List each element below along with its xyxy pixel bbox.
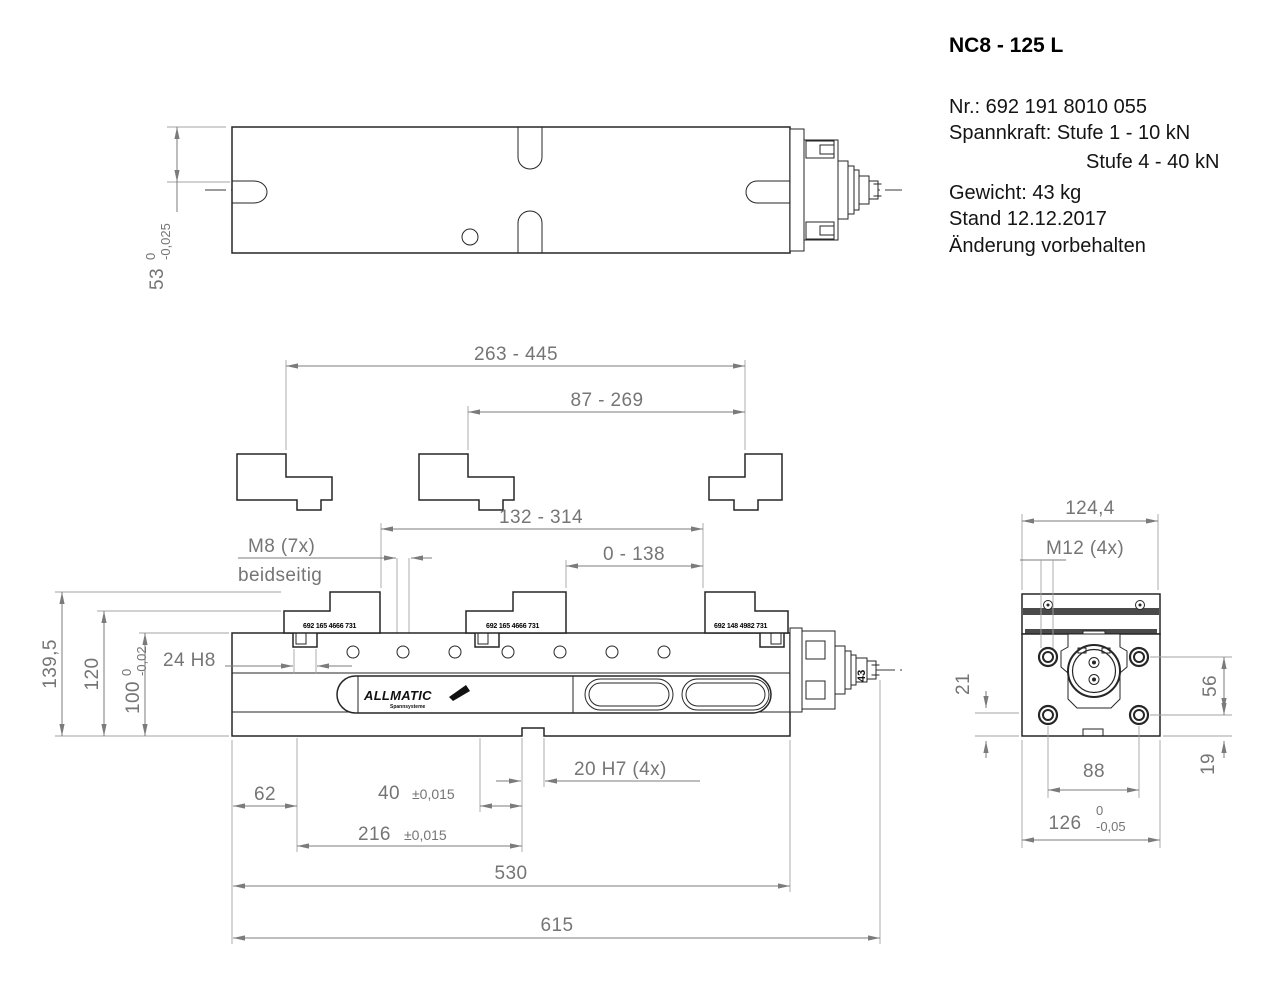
dim-124-4: 124,4 bbox=[1065, 498, 1115, 519]
loose-jaw-left bbox=[236, 453, 333, 511]
dim-clamping-inner: 0 - 138 bbox=[565, 544, 703, 588]
loose-jaws-row: 263 - 445 87 - 269 bbox=[236, 344, 783, 511]
m8-label: M8 (7x) bbox=[248, 536, 315, 557]
dim-126-tol-lower: -0,05 bbox=[1096, 819, 1126, 834]
front-bottom-dims: 20 H7 (4x) 62 40 ±0,015 216 ±0,015 530 6… bbox=[231, 680, 881, 944]
dim-62: 62 bbox=[254, 784, 276, 805]
spindle-mechanism-top bbox=[789, 128, 882, 252]
dim-126-tol-upper: 0 bbox=[1096, 803, 1103, 818]
dim-53-value: 53 bbox=[147, 268, 168, 290]
dim-132-314: 132 - 314 bbox=[499, 507, 583, 528]
info-line-aenderung: Änderung vorbehalten bbox=[949, 235, 1146, 257]
brand-logo-text: ALLMATIC bbox=[363, 688, 432, 703]
info-line-stufe4: Stufe 4 - 40 kN bbox=[1086, 151, 1219, 173]
jaw-stamp-middle: 692 165 4666 731 bbox=[486, 623, 540, 630]
m8-thread-callout: M8 (7x) beidseitig bbox=[238, 536, 432, 646]
brand-logo-subtitle: Spannsysteme bbox=[390, 704, 426, 710]
mounted-jaw-right bbox=[704, 591, 789, 634]
dim-19: 19 bbox=[1198, 753, 1219, 775]
dim-87-269: 87 - 269 bbox=[571, 390, 644, 411]
dim-530: 530 bbox=[495, 863, 528, 884]
info-block: NC8 - 125 L Nr.: 692 191 8010 055 Spannk… bbox=[949, 34, 1219, 257]
dim-263-445: 263 - 445 bbox=[474, 344, 558, 365]
clamping-range-dims: 132 - 314 0 - 138 M8 (7x) beidseitig bbox=[238, 507, 704, 646]
dim-clamping-outer: 132 - 314 bbox=[380, 507, 704, 588]
info-line-nr: Nr.: 692 191 8010 055 bbox=[949, 96, 1147, 118]
dim-40-value: 40 bbox=[378, 783, 400, 804]
mounted-jaws: 692 165 4666 731 692 165 4666 731 692 14… bbox=[283, 591, 789, 634]
dim-615: 615 bbox=[541, 915, 574, 936]
key-slot-callout: 20 H7 (4x) bbox=[496, 759, 700, 784]
info-line-stand: Stand 12.12.2017 bbox=[949, 208, 1107, 230]
spindle-size-label: 43 bbox=[856, 670, 868, 682]
dim-24h8: 24 H8 bbox=[163, 650, 216, 671]
dim-100-tol-upper: 0 bbox=[119, 669, 134, 676]
spindle-boss bbox=[1060, 630, 1128, 709]
info-line-gewicht: Gewicht: 43 kg bbox=[949, 182, 1081, 204]
jaw-stamp-left: 692 165 4666 731 bbox=[303, 623, 357, 630]
dim-126-value: 126 bbox=[1049, 813, 1082, 834]
dim-top-view-height: 53 0 -0,025 bbox=[143, 126, 230, 290]
dim-53-tol-upper: 0 bbox=[143, 253, 158, 260]
dim-56: 56 bbox=[1200, 675, 1221, 697]
front-view: ALLMATIC Spannsysteme 692 165 4666 731 6… bbox=[40, 591, 902, 944]
dim-216-tol: ±0,015 bbox=[404, 827, 447, 843]
front-left-dims: 139,5 120 100 0 -0,02 24 H8 bbox=[40, 591, 352, 737]
dim-0-138: 0 - 138 bbox=[603, 544, 665, 565]
mounted-jaw-left bbox=[283, 591, 381, 634]
jaw-stamp-right: 692 148 4982 731 bbox=[714, 623, 768, 630]
dim-100-tol-lower: -0,02 bbox=[134, 646, 149, 676]
dim-100-value: 100 bbox=[123, 681, 144, 714]
brand-logo-pencil-icon bbox=[449, 685, 470, 701]
m12-holes bbox=[1037, 646, 1150, 726]
end-view: 124,4 M12 (4x) 56 19 21 bbox=[953, 498, 1232, 848]
brand-logo: ALLMATIC Spannsysteme bbox=[363, 685, 470, 710]
loose-jaw-right bbox=[708, 453, 783, 511]
dim-88: 88 bbox=[1083, 761, 1105, 782]
guide-slot-callout: 24 H8 bbox=[163, 649, 352, 674]
top-view: 53 0 -0,025 bbox=[143, 126, 902, 290]
dim-139-5: 139,5 bbox=[40, 639, 61, 689]
page-title: NC8 - 125 L bbox=[949, 34, 1064, 57]
dim-216-value: 216 bbox=[358, 824, 391, 845]
dim-loose-jaw-span-outer: 263 - 445 bbox=[285, 344, 746, 450]
dim-loose-jaw-span-inner: 87 - 269 bbox=[467, 390, 745, 450]
info-line-spannkraft: Spannkraft: Stufe 1 - 10 kN bbox=[949, 122, 1190, 144]
dim-40-tol: ±0,015 bbox=[412, 786, 455, 802]
dim-21: 21 bbox=[953, 673, 974, 695]
spindle-mechanism-front: 43 bbox=[789, 627, 902, 713]
dim-m12: M12 (4x) bbox=[1046, 538, 1124, 559]
m8-note: beidseitig bbox=[238, 565, 322, 586]
spindle-panel: ALLMATIC Spannsysteme bbox=[336, 675, 772, 714]
dim-53-tol-lower: -0,025 bbox=[158, 223, 173, 260]
dim-20h7: 20 H7 (4x) bbox=[574, 759, 667, 780]
dim-120: 120 bbox=[82, 658, 103, 691]
end-view-dims: 124,4 M12 (4x) 56 19 21 bbox=[953, 498, 1232, 848]
m8-holes bbox=[346, 645, 671, 659]
mounted-jaw-middle bbox=[465, 591, 567, 634]
loose-jaw-middle bbox=[418, 453, 515, 511]
